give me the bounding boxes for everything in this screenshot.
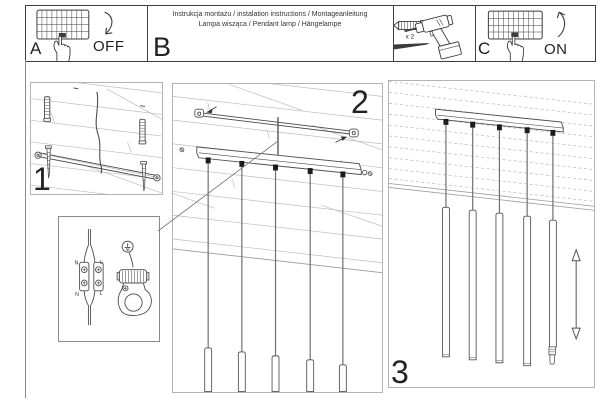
power-on-label: ON — [544, 41, 568, 58]
fuse-box-icon — [487, 10, 543, 40]
step1-panel — [30, 82, 163, 195]
wiring-illustration: N L N L — [75, 229, 152, 326]
ceiling-edge — [173, 248, 382, 274]
sheet-title: Instrukcja montażu / instalation instruc… — [148, 10, 392, 30]
pendant-cables — [445, 124, 554, 221]
terminal-block-icon — [79, 229, 104, 326]
earth-ground-icon — [121, 240, 134, 268]
fuse-box-icon — [36, 9, 90, 40]
step2-panel — [172, 83, 383, 393]
drill-marks — [73, 87, 146, 108]
pendant-tubes — [204, 347, 347, 392]
screw-icon — [393, 42, 430, 50]
step2-number: 2 — [351, 84, 369, 120]
terminal-label-l-bottom: L — [100, 291, 103, 297]
pendant-tubes — [442, 206, 557, 367]
step-b-letter: B — [153, 32, 172, 62]
power-off-label: OFF — [93, 38, 125, 55]
terminal-label-n-bottom: N — [75, 292, 79, 298]
wall-plug-icon — [43, 96, 52, 122]
header-artwork: x 2 — [36, 9, 566, 61]
cable-lock-fitting — [548, 346, 556, 365]
box-c-artwork — [487, 10, 566, 61]
mounting-rail — [34, 151, 161, 182]
header-divider — [392, 6, 394, 61]
ceiling-planks — [389, 81, 594, 202]
curved-arrow-up-icon — [556, 11, 566, 38]
step1-number: 1 — [33, 161, 51, 197]
step1-illustration — [31, 83, 162, 194]
cable-glands — [443, 118, 556, 136]
step3-illustration — [389, 81, 594, 367]
header-divider — [146, 6, 148, 61]
terminal-label-l-top: L — [100, 260, 103, 266]
attach-arrows — [205, 106, 348, 143]
curved-arrow-down-icon — [104, 11, 113, 35]
title-line-2: Lampa wisząca / Pendant lamp / Hängelamp… — [198, 21, 342, 28]
step-c-letter: C — [478, 39, 491, 58]
header-strip: x 2 — [25, 5, 596, 62]
mains-wire — [95, 91, 103, 174]
pressing-hand-icon — [506, 35, 524, 61]
step-a-letter: A — [30, 39, 42, 58]
wall-plug-icon — [138, 118, 147, 145]
header-divider — [474, 6, 476, 61]
canopy-bar — [435, 108, 564, 133]
pendant-cables — [207, 163, 344, 365]
ceiling-edge — [389, 183, 594, 211]
mounting-rail — [194, 108, 359, 138]
title-line-1: Instrukcja montażu / instalation instruc… — [172, 11, 368, 18]
wiring-detail-inset: N L N L — [58, 216, 160, 342]
plug-count-label: x 2 — [406, 33, 415, 40]
height-adjust-arrow — [571, 248, 581, 341]
cable-clamp-icon — [116, 269, 152, 317]
step3-number: 3 — [391, 354, 409, 390]
terminal-label-n-top: N — [75, 260, 79, 266]
step3-panel — [388, 80, 595, 388]
pressing-hand-icon — [53, 35, 71, 61]
step2-illustration — [173, 84, 382, 392]
screw-icon — [45, 145, 52, 179]
drill-icon — [404, 14, 462, 60]
tools-artwork: x 2 — [392, 14, 462, 60]
screw-icon — [140, 161, 147, 192]
